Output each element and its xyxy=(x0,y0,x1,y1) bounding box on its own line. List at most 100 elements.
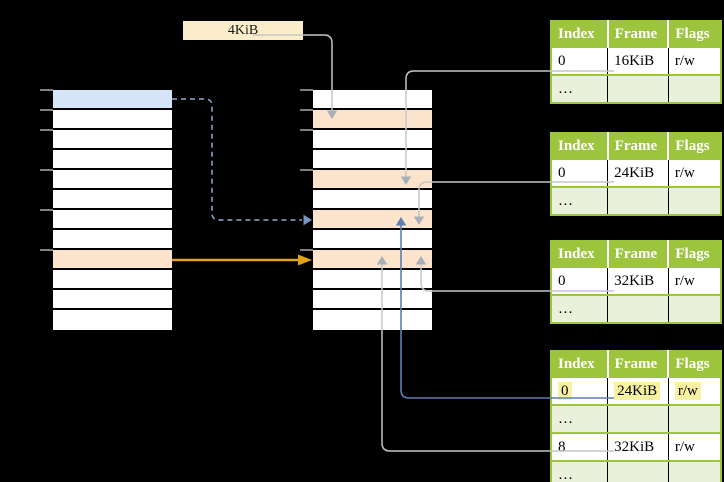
memory-row xyxy=(313,230,432,250)
table-row: … xyxy=(551,294,721,323)
table-row: 8 32KiB r/w xyxy=(551,432,721,461)
ellipsis-cell: … xyxy=(551,74,609,103)
index-cell: 0 xyxy=(551,266,609,295)
memory-row xyxy=(313,190,432,210)
flags-cell xyxy=(668,460,721,482)
page-table-1: Index Frame Flags 0 16KiB r/w … xyxy=(550,20,722,104)
memory-row xyxy=(313,130,432,150)
table-row: 0 16KiB r/w xyxy=(551,46,721,75)
address-tick xyxy=(300,89,313,91)
table-row: 0 24KiB r/w xyxy=(551,158,721,187)
page-size-label: 4KiB xyxy=(183,21,303,40)
flags-cell: r/w xyxy=(668,46,721,75)
memory-row xyxy=(53,190,172,210)
flags-cell: r/w xyxy=(668,158,721,187)
index-cell: 0 xyxy=(551,376,609,405)
flags-cell xyxy=(668,404,721,433)
table-row: … xyxy=(551,404,721,433)
address-tick xyxy=(40,249,53,251)
column-header-frame: Frame xyxy=(607,241,670,267)
address-tick xyxy=(40,129,53,131)
column-header-index: Index xyxy=(551,133,609,159)
table-row: … xyxy=(551,460,721,482)
memory-row xyxy=(53,130,172,150)
index-cell: 8 xyxy=(551,432,609,461)
memory-row xyxy=(313,290,432,310)
connector-virtual-to-physical-dashed xyxy=(172,98,302,221)
table-row: … xyxy=(551,74,721,103)
memory-row-highlighted-orange xyxy=(53,250,172,270)
page-table-4: Index Frame Flags 0 24KiB r/w … 8 32KiB … xyxy=(550,350,722,482)
index-cell: 0 xyxy=(551,46,609,75)
column-header-index: Index xyxy=(551,351,609,377)
address-tick xyxy=(300,129,313,131)
column-header-index: Index xyxy=(551,241,609,267)
address-tick xyxy=(40,209,53,211)
frame-cell xyxy=(607,294,669,323)
virtual-memory-column xyxy=(53,90,172,330)
ellipsis-cell: … xyxy=(551,460,609,482)
memory-row xyxy=(313,150,432,170)
memory-row xyxy=(53,170,172,190)
column-header-flags: Flags xyxy=(668,133,721,159)
address-tick xyxy=(300,169,313,171)
highlighted-value: r/w xyxy=(674,381,701,400)
memory-row xyxy=(53,230,172,250)
memory-row xyxy=(313,310,432,330)
frame-cell xyxy=(607,186,669,215)
memory-row-highlighted-orange xyxy=(313,250,432,270)
table-row-highlighted: 0 24KiB r/w xyxy=(551,376,721,405)
column-header-frame: Frame xyxy=(607,351,670,377)
frame-cell: 32KiB xyxy=(607,432,669,461)
address-tick xyxy=(40,169,53,171)
ellipsis-cell: … xyxy=(551,294,609,323)
page-table-3: Index Frame Flags 0 32KiB r/w … xyxy=(550,240,722,324)
index-cell: 0 xyxy=(551,158,609,187)
arrowhead-right-icon xyxy=(298,254,312,266)
flags-cell: r/w xyxy=(668,376,721,405)
address-tick xyxy=(40,89,53,91)
memory-row xyxy=(53,290,172,310)
column-header-frame: Frame xyxy=(607,21,670,47)
flags-cell xyxy=(668,186,721,215)
table-row: … xyxy=(551,186,721,215)
memory-row-highlighted-orange xyxy=(313,170,432,190)
highlighted-value: 24KiB xyxy=(614,381,661,400)
address-tick xyxy=(40,109,53,111)
column-header-index: Index xyxy=(551,21,609,47)
physical-memory-column xyxy=(313,90,432,330)
flags-cell: r/w xyxy=(668,266,721,295)
memory-row-highlighted-blue xyxy=(53,90,172,110)
highlighted-value: 0 xyxy=(558,381,572,400)
memory-row xyxy=(313,90,432,110)
ellipsis-cell: … xyxy=(551,404,609,433)
memory-row xyxy=(53,110,172,130)
flags-cell: r/w xyxy=(668,432,721,461)
memory-row xyxy=(53,270,172,290)
ellipsis-cell: … xyxy=(551,186,609,215)
column-header-flags: Flags xyxy=(668,241,721,267)
memory-row xyxy=(53,310,172,330)
column-header-flags: Flags xyxy=(668,351,721,377)
memory-row-highlighted-orange xyxy=(313,110,432,130)
memory-row xyxy=(53,210,172,230)
frame-cell: 16KiB xyxy=(607,46,669,75)
column-header-frame: Frame xyxy=(607,133,670,159)
page-table-2: Index Frame Flags 0 24KiB r/w … xyxy=(550,132,722,216)
address-tick xyxy=(300,109,313,111)
table-row: 0 32KiB r/w xyxy=(551,266,721,295)
frame-cell xyxy=(607,404,669,433)
flags-cell xyxy=(668,74,721,103)
frame-cell: 24KiB xyxy=(607,376,669,405)
frame-cell: 24KiB xyxy=(607,158,669,187)
memory-row-highlighted-orange xyxy=(313,210,432,230)
memory-row xyxy=(53,150,172,170)
column-header-flags: Flags xyxy=(668,21,721,47)
flags-cell xyxy=(668,294,721,323)
memory-row xyxy=(313,270,432,290)
arrowhead-right-icon xyxy=(303,214,312,226)
frame-cell xyxy=(607,460,669,482)
frame-cell: 32KiB xyxy=(607,266,669,295)
address-tick xyxy=(300,249,313,251)
